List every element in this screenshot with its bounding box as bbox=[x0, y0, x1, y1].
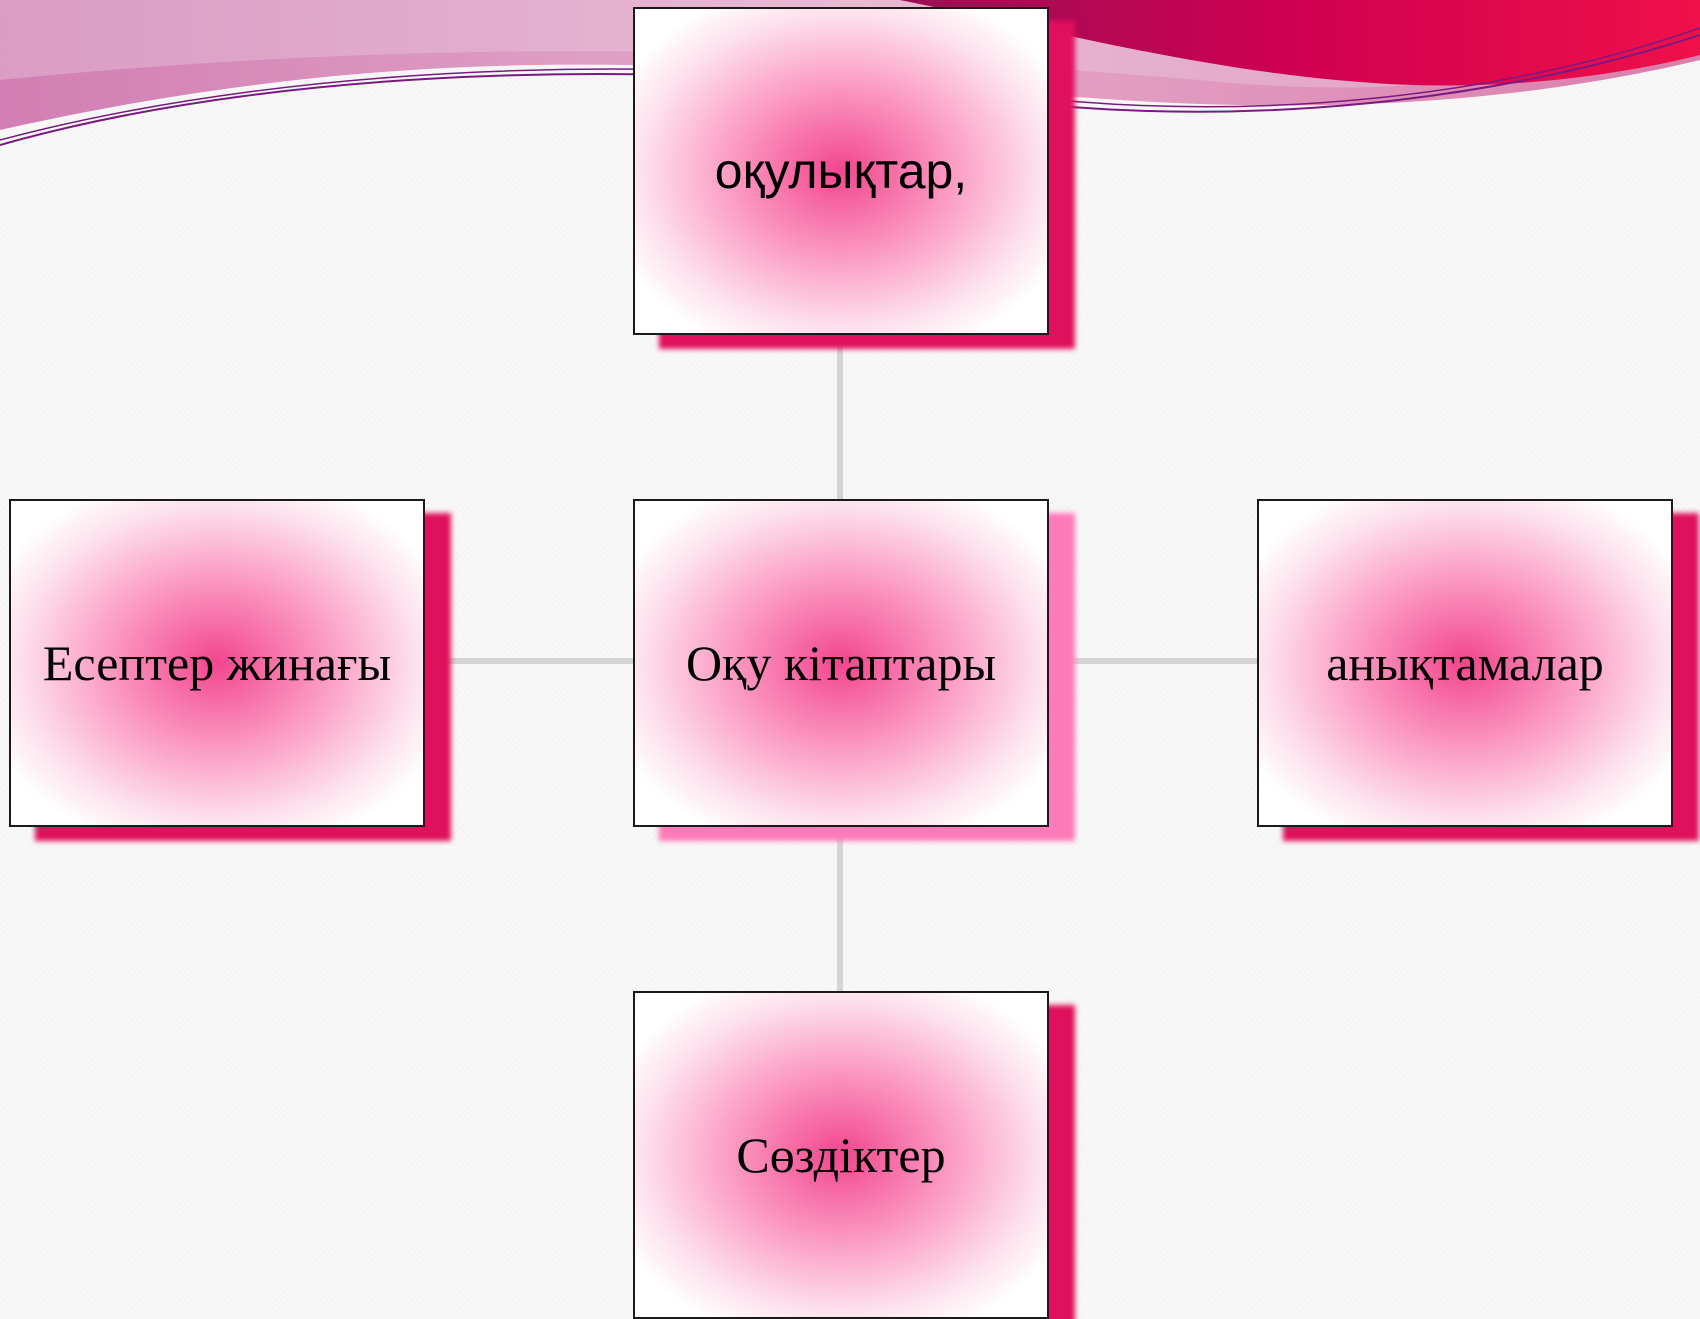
node-top-label: оқулықтар, bbox=[714, 143, 968, 199]
connector-left bbox=[425, 658, 635, 664]
node-center-label: Оқу кітаптары bbox=[685, 635, 997, 691]
node-right: анықтамалар bbox=[1257, 499, 1673, 827]
node-bottom: Сөздіктер bbox=[633, 991, 1049, 1319]
node-left: Есептер жинағы bbox=[9, 499, 425, 827]
connector-top bbox=[837, 333, 843, 500]
node-bottom-label: Сөздіктер bbox=[736, 1127, 946, 1183]
connector-right bbox=[1049, 658, 1259, 664]
node-left-label: Есептер жинағы bbox=[42, 635, 392, 691]
node-right-label: анықтамалар bbox=[1326, 635, 1604, 691]
node-top: оқулықтар, bbox=[633, 7, 1049, 335]
node-center: Оқу кітаптары bbox=[633, 499, 1049, 827]
connector-bottom bbox=[837, 826, 843, 992]
